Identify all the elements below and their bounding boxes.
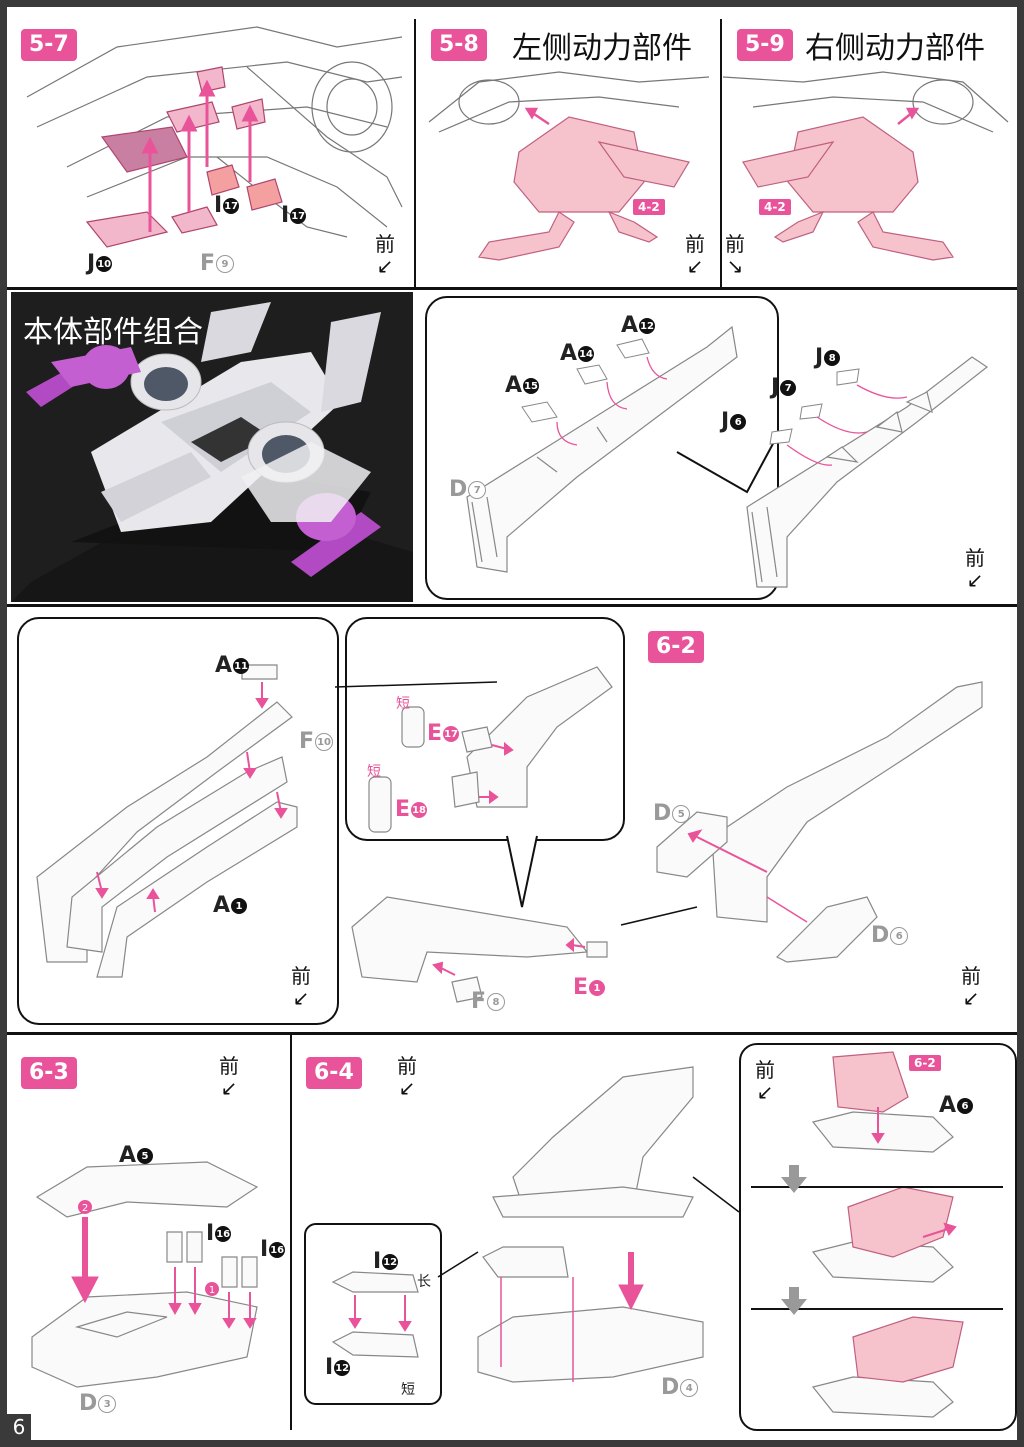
step-6-2-illustration: [36, 664, 983, 1003]
front-direction-indicator: 前↙: [375, 232, 395, 278]
step-5-7-badge: 5-7: [21, 29, 77, 61]
step-6-4-badge: 6-4: [306, 1057, 362, 1089]
front-direction-indicator: 前↙: [965, 546, 985, 592]
callout-bubble: [304, 1223, 442, 1405]
note-short: 短: [401, 1382, 415, 1398]
step-5-9-illustration: [723, 71, 1009, 261]
divider: [720, 19, 722, 287]
sequence-1: 1: [209, 1285, 215, 1296]
front-direction-indicator: 前↙: [219, 1054, 239, 1100]
assembly-photo-panel: [11, 292, 413, 602]
step-5-8-badge: 5-8: [431, 29, 487, 61]
step-6-4-illustration: [331, 1051, 1003, 1418]
ref-badge-6-2: 6-2: [909, 1055, 941, 1071]
step-5-9-title: 右侧动力部件: [805, 31, 985, 66]
front-direction-indicator: 前↙: [291, 964, 311, 1010]
front-direction-indicator: 前↙: [961, 964, 981, 1010]
front-direction-indicator: 前↙: [397, 1054, 417, 1100]
step-5-9-badge: 5-9: [737, 29, 793, 61]
row-divider: [7, 287, 1017, 290]
divider: [414, 19, 416, 287]
step-5-7-illustration: [26, 26, 403, 248]
note-short: 短: [367, 764, 381, 780]
note-short: 短: [396, 696, 410, 712]
step-5-8-illustration: [428, 71, 710, 261]
row-divider: [7, 1032, 1017, 1035]
front-direction-indicator: 前↘: [725, 232, 745, 278]
row-divider: [7, 604, 1017, 607]
step-5-8-title: 左侧动力部件: [512, 31, 692, 66]
sequence-2: 2: [82, 1203, 88, 1214]
page-number: 6: [7, 1414, 31, 1440]
assembly-title: 本体部件组合: [23, 315, 203, 350]
ref-badge-4-2: 4-2: [759, 199, 791, 215]
ref-badge-4-2: 4-2: [633, 199, 665, 215]
front-direction-indicator: 前↙: [755, 1058, 775, 1104]
divider: [290, 1035, 292, 1430]
front-direction-indicator: 前↙: [685, 232, 705, 278]
step-6-2-badge: 6-2: [648, 631, 704, 663]
step-6-1-illustration: [466, 325, 989, 588]
step-6-3-badge: 6-3: [21, 1057, 77, 1089]
step-6-3-illustration: 2 1: [31, 1161, 259, 1388]
assembled-ship-image: [11, 302, 413, 602]
note-long: 长: [417, 1274, 431, 1290]
